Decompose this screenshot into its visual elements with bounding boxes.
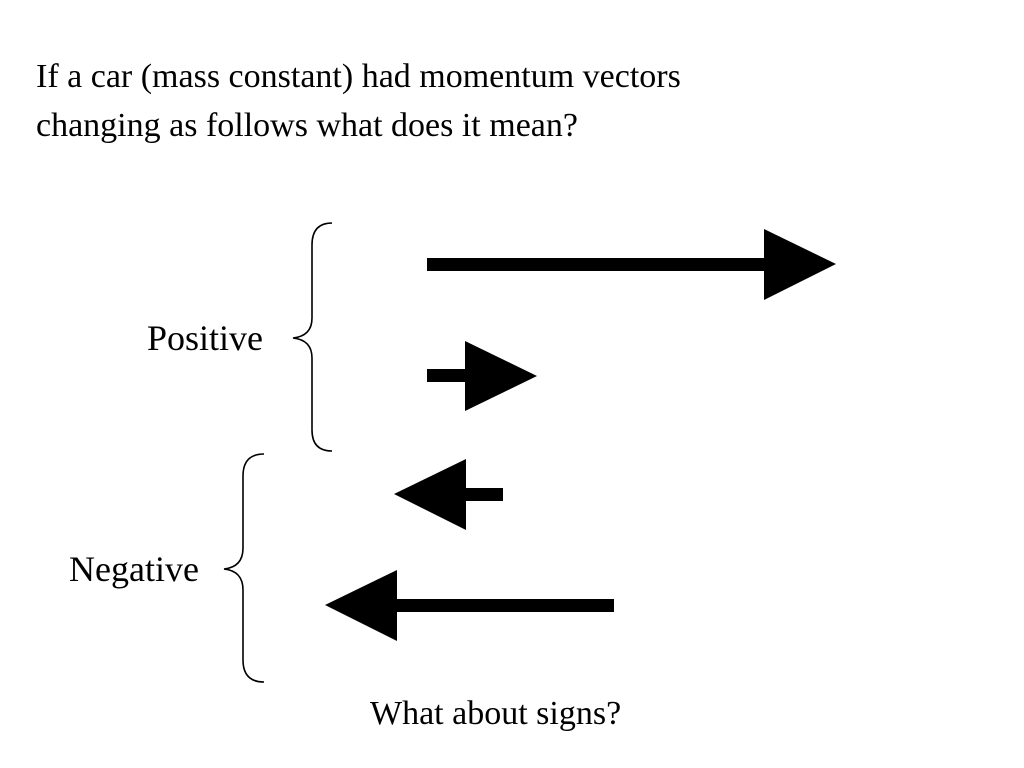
arrow-long-left — [325, 570, 614, 641]
arrow-short-right-head — [465, 341, 537, 411]
positive-label: Positive — [147, 318, 264, 358]
arrow-short-left-shaft — [462, 488, 503, 501]
arrow-long-left-head — [325, 570, 397, 641]
arrow-long-left-shaft — [394, 599, 614, 612]
positive-brace — [292, 222, 333, 452]
negative-label: Negative — [69, 549, 199, 589]
arrow-short-right — [427, 341, 537, 411]
arrow-short-left — [394, 459, 503, 530]
question-text: If a car (mass constant) had momentum ve… — [36, 52, 936, 150]
signs-question: What about signs? — [370, 695, 622, 732]
arrow-short-left-head — [394, 459, 466, 530]
arrow-long-right — [427, 229, 836, 300]
negative-brace — [223, 453, 265, 683]
arrow-long-right-shaft — [427, 258, 767, 271]
arrow-short-right-shaft — [427, 369, 469, 382]
arrow-long-right-head — [764, 229, 836, 300]
question-line-1: If a car (mass constant) had momentum ve… — [36, 58, 681, 95]
question-line-2: changing as follows what does it mean? — [36, 107, 578, 144]
